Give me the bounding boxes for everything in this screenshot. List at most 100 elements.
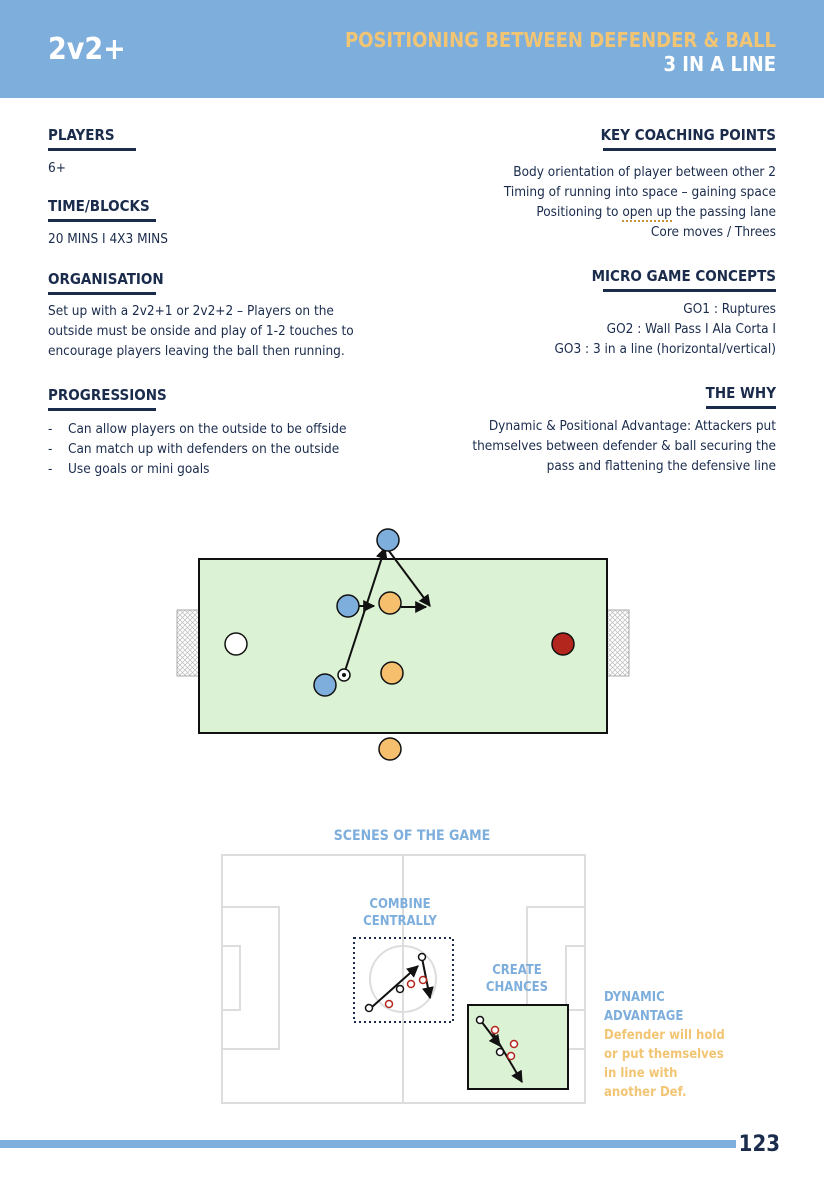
dynamic-advantage-note: DYNAMIC ADVANTAGE Defender will hold or … [604,988,725,1102]
session-title: POSITIONING BETWEEN DEFENDER & BALL 3 IN… [345,28,776,76]
organisation-text: Set up with a 2v2+1 or 2v2+2 – Players o… [48,301,354,361]
coaching-points: Body orientation of player between other… [504,162,776,242]
why-line: pass and flattening the defensive line [546,458,776,474]
dynamic-heading-line: ADVANTAGE [604,1009,684,1024]
attacker-player [376,528,400,552]
defender-player [378,591,402,615]
attacker-player [336,594,360,618]
keeper-red [551,632,575,656]
time-value: 20 MINS I 4X3 MINS [48,231,168,247]
coaching-text: Positioning to [536,204,623,220]
heading-rule [48,408,156,411]
heading-rule [706,406,776,409]
coaching-heading-text: KEY COACHING POINTS [600,126,776,144]
micro-heading-text: MICRO GAME CONCEPTS [591,267,776,285]
combine-zone [353,937,454,1023]
dotted-underline-text: open up [622,204,672,222]
dynamic-heading-line: DYNAMIC [604,990,665,1005]
organisation-line: Set up with a 2v2+1 or 2v2+2 – Players o… [48,303,334,319]
why-text: Dynamic & Positional Advantage: Attacker… [472,416,776,476]
attacker-player [313,673,337,697]
combine-pass-arrow [371,965,419,1008]
combine-label: COMBINE CENTRALLY [354,896,446,930]
coaching-line: Timing of running into space – gaining s… [503,184,776,200]
keeper-white [224,632,248,656]
progressions-list: Can allow players on the outside to be o… [48,419,346,479]
create-label: CREATE CHANCES [472,962,562,996]
heading-rule [48,148,136,151]
coaching-heading: KEY COACHING POINTS [601,126,776,151]
dynamic-text-line: or put themselves [604,1047,724,1062]
scene-player [495,1047,505,1057]
scene-defender [406,979,416,989]
progression-item: Can allow players on the outside to be o… [48,419,346,439]
left-six-yard-box [221,945,241,1011]
progression-item: Use goals or mini goals [48,459,346,479]
defender-player [380,661,404,685]
left-penalty-box [221,906,280,1050]
concept-line: GO1 : Ruptures [683,301,776,317]
heading-rule [603,289,776,292]
scene-defender [490,1025,500,1035]
scene-defender [506,1051,516,1061]
scene-player [395,984,405,994]
scene-defender [509,1039,519,1049]
scene-player [364,1003,374,1013]
dynamic-text-line: in line with [604,1066,678,1081]
title-line-2: 3 IN A LINE [663,52,776,76]
progression-item: Can match up with defenders on the outsi… [48,439,346,459]
micro-heading: MICRO GAME CONCEPTS [592,267,776,292]
chance-pass-arrow [480,1020,501,1047]
title-line-1: POSITIONING BETWEEN DEFENDER & BALL [344,28,776,52]
run-arrow [388,550,431,607]
coaching-line: Body orientation of player between other… [513,164,776,180]
why-line: Dynamic & Positional Advantage: Attacker… [488,418,776,434]
why-heading-text: THE WHY [705,384,776,402]
organisation-line: encourage players leaving the ball then … [48,343,345,359]
time-heading-text: TIME/BLOCKS [48,197,150,215]
outside-player [378,737,402,761]
time-heading: TIME/BLOCKS [48,197,156,222]
right-six-yard-box [565,945,586,1011]
dynamic-text-line: Defender will hold [604,1028,725,1043]
organisation-line: outside must be onside and play of 1-2 t… [48,323,354,339]
why-line: themselves between defender & ball secur… [472,438,776,454]
page-header [0,0,824,98]
right-goal [606,609,630,677]
concept-line: GO3 : 3 in a line (horizontal/vertical) [554,341,776,357]
scene-defender [384,999,394,1009]
organisation-heading: ORGANISATION [48,270,164,295]
coaching-line: Core moves / Threes [650,224,776,240]
heading-rule [48,292,156,295]
create-label-line: CHANCES [485,980,549,995]
players-value: 6+ [48,160,66,176]
micro-concepts: GO1 : Ruptures GO2 : Wall Pass I Ala Cor… [554,299,776,359]
concept-line: GO2 : Wall Pass I Ala Corta I [606,321,776,337]
heading-rule [603,148,776,151]
dynamic-text-line: another Def. [604,1085,687,1100]
combine-label-line: CENTRALLY [363,914,437,929]
scene-player [475,1015,485,1025]
session-code: 2v2+ [48,32,126,67]
drill-pitch [198,558,608,734]
organisation-heading-text: ORGANISATION [48,270,164,288]
players-heading-text: PLAYERS [48,126,115,144]
coaching-text: the passing lane [671,204,776,220]
progressions-heading-text: PROGRESSIONS [48,386,167,404]
scenes-title: SCENES OF THE GAME [333,828,491,844]
progressions-heading: PROGRESSIONS [48,386,167,411]
center-circle [369,945,437,1013]
create-label-line: CREATE [492,963,542,978]
coaching-line: Positioning to open up the passing lane [504,202,776,222]
players-heading: PLAYERS [48,126,136,151]
scene-player [417,952,427,962]
footer-bar [0,1140,736,1148]
scene-defender [418,975,428,985]
ball-center [342,673,346,677]
combine-label-line: COMBINE [369,897,431,912]
why-heading: THE WHY [706,384,776,409]
page-number: 123 [738,1132,780,1157]
heading-rule [48,219,156,222]
left-goal [176,609,200,677]
